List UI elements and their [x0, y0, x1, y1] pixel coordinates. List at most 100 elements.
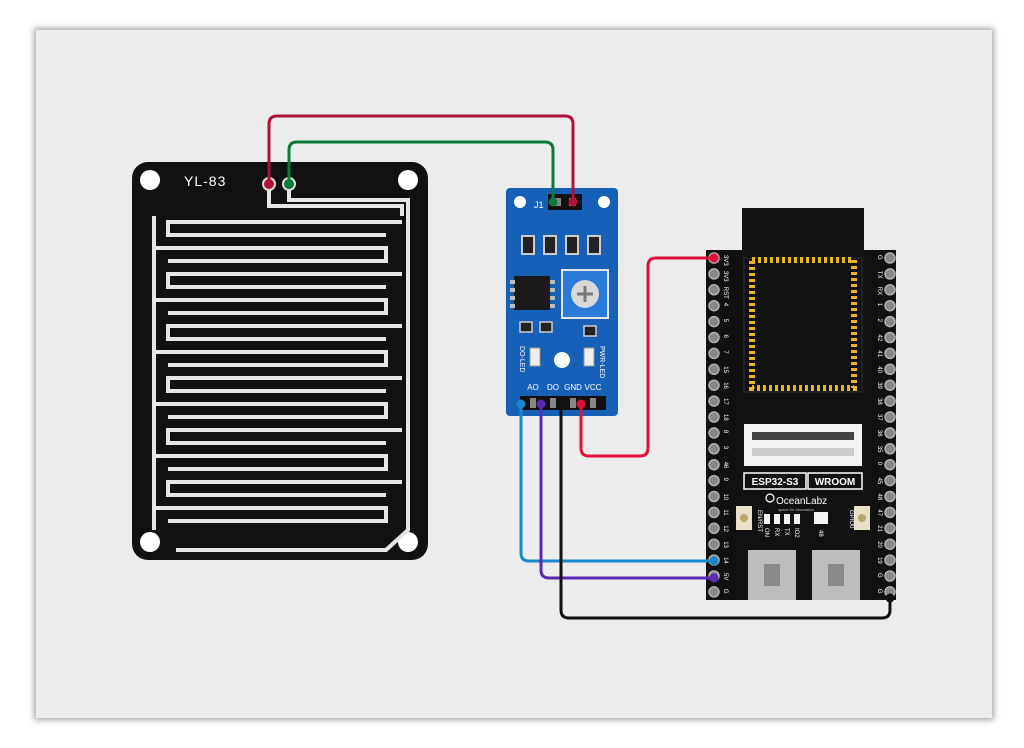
right-pin-15[interactable] — [884, 490, 896, 503]
right-pin-label: 42 — [876, 335, 882, 342]
left-pin-label: 46 — [722, 462, 728, 469]
pin-gnd[interactable] — [570, 398, 576, 408]
left-pin-label: 7 — [722, 350, 728, 354]
rgb-led-label: 48 — [817, 530, 823, 537]
right-pin-10[interactable] — [884, 411, 896, 423]
en-rst-label: EN/RST — [756, 510, 762, 532]
left-pin-3[interactable] — [708, 299, 720, 312]
gpio0-button-cap[interactable] — [858, 514, 866, 522]
right-pin-label: 38 — [876, 398, 882, 405]
right-pin-14[interactable] — [884, 474, 896, 487]
left-pin-7[interactable] — [708, 363, 720, 376]
right-pin-12[interactable] — [884, 443, 896, 455]
right-pin-17[interactable] — [884, 522, 896, 535]
module-hole-tl — [514, 196, 526, 208]
wire-endpoint — [709, 556, 719, 566]
wire-do-to-gpio14[interactable] — [539, 404, 714, 580]
trace-finger — [154, 454, 388, 471]
right-pin-0[interactable] — [884, 252, 896, 264]
status-led-tx — [784, 514, 790, 524]
left-pin-18[interactable] — [708, 538, 720, 550]
left-pin-16[interactable] — [708, 506, 720, 519]
left-pin-6[interactable] — [708, 347, 720, 360]
left-pin-5[interactable] — [708, 331, 720, 344]
left-pin-label: 18 — [722, 414, 728, 421]
left-pin-label: 5V — [722, 573, 728, 580]
trace-finger — [166, 376, 402, 393]
right-pin-20[interactable] — [884, 570, 896, 582]
wire-endpoint — [516, 399, 526, 409]
right-pin-8[interactable] — [884, 379, 896, 391]
pin-do[interactable] — [550, 398, 556, 408]
right-pin-16[interactable] — [884, 506, 896, 519]
right-pin-label: RX — [876, 287, 882, 295]
pin-vcc[interactable] — [590, 398, 596, 408]
right-pin-7[interactable] — [884, 363, 896, 376]
wire-vcc-to-3v3[interactable] — [579, 256, 714, 458]
wire-endpoint — [556, 399, 566, 409]
left-pin-13[interactable] — [708, 458, 720, 471]
ic-legs — [510, 280, 555, 308]
wroom-shield — [760, 268, 846, 380]
right-pin-label: 20 — [876, 541, 882, 548]
brand-label: OceanLabz — [776, 496, 827, 507]
left-pin-4[interactable] — [708, 315, 720, 328]
en-rst-button-cap[interactable] — [740, 514, 748, 522]
right-pin-4[interactable] — [884, 315, 896, 328]
wire-ao-to-gpio13[interactable] — [519, 404, 714, 563]
wire-sensor-minus-to-gnd[interactable] — [287, 140, 555, 202]
wroom-pads — [749, 257, 857, 391]
esp32-antenna — [742, 208, 864, 256]
left-pin-10[interactable] — [708, 411, 720, 423]
trace-finger — [154, 402, 388, 419]
left-pin-label: 14 — [722, 557, 728, 564]
left-pin-11[interactable] — [708, 427, 720, 439]
right-pin-3[interactable] — [884, 299, 896, 312]
right-pin-1[interactable] — [884, 268, 896, 280]
pwr-led — [583, 347, 595, 367]
pwr-led-label: PWR-LED — [598, 346, 605, 378]
left-pin-21[interactable] — [708, 586, 720, 598]
left-pin-15[interactable] — [708, 490, 720, 503]
right-pin-label: TX — [876, 271, 882, 279]
left-pin-14[interactable] — [708, 474, 720, 487]
right-pin-label: G — [876, 573, 882, 578]
right-pin-label: 19 — [876, 557, 882, 564]
left-pin-2[interactable] — [708, 284, 720, 296]
left-pin-9[interactable] — [708, 395, 720, 407]
right-pin-9[interactable] — [884, 395, 896, 407]
right-pin-2[interactable] — [884, 284, 896, 296]
right-pin-label: 36 — [876, 430, 882, 437]
right-pin-6[interactable] — [884, 347, 896, 360]
right-pin-13[interactable] — [884, 458, 896, 471]
wire-gnd-to-gnd[interactable] — [559, 404, 892, 620]
trace-finger — [166, 272, 402, 289]
wire-sensor-plus-to-vcc[interactable] — [267, 114, 575, 202]
right-pin-label: 45 — [876, 478, 882, 485]
module-hole-center — [554, 352, 570, 368]
right-pin-18[interactable] — [884, 538, 896, 550]
rain-sensor-label: YL-83 — [184, 173, 226, 189]
left-pin-12[interactable] — [708, 443, 720, 455]
trace-finger — [154, 246, 388, 263]
trace-finger — [166, 324, 402, 341]
wire-endpoint — [548, 197, 558, 207]
pin-ao[interactable] — [530, 398, 536, 408]
left-pin-8[interactable] — [708, 379, 720, 391]
trace-minus — [176, 190, 410, 552]
right-pin-19[interactable] — [884, 554, 896, 566]
rain-sensor-board: YL-83 — [132, 162, 428, 560]
left-pin-17[interactable] — [708, 522, 720, 535]
wire-endpoint — [284, 179, 294, 189]
esp32-board: ESP32-S3 WROOM OceanLabz space for innov… — [706, 208, 896, 600]
esp32-module-label: WROOM — [815, 477, 856, 488]
trace-finger — [166, 220, 402, 237]
module-pin-label-gnd: GND — [564, 383, 582, 392]
left-pin-1[interactable] — [708, 268, 720, 280]
left-pin-label: 3V3 — [722, 255, 728, 266]
right-pin-11[interactable] — [884, 427, 896, 439]
right-pin-5[interactable] — [884, 331, 896, 344]
